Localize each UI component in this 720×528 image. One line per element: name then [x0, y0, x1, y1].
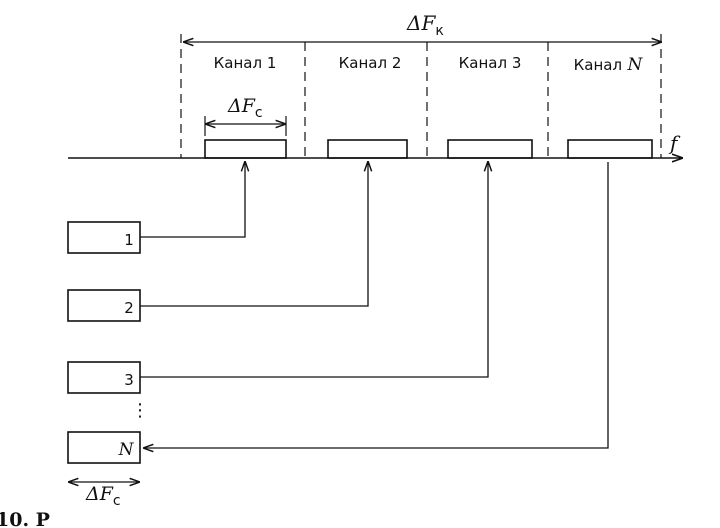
source-label-2: 2 — [124, 299, 134, 317]
band-boundaries — [180, 34, 662, 158]
spectrum-band-n — [567, 139, 653, 159]
spectrum-band-2 — [327, 139, 408, 159]
channel-label-1: Канал 1 — [214, 54, 277, 72]
signal-band-subscript: с — [255, 105, 263, 121]
connection-2 — [140, 162, 368, 307]
spectrum-bands — [204, 139, 653, 159]
channel-labels: Канал 1 Канал 2 Канал 3 Канал N — [214, 54, 644, 75]
channel-label-n: Канал N — [574, 55, 644, 75]
connection-1 — [140, 162, 245, 238]
source-ellipsis: ⋮ — [131, 400, 149, 421]
channel-label-n-text: Канал — [574, 56, 622, 74]
source-labels: 1 2 3 N — [118, 231, 135, 460]
signal-band-label: ΔFс — [227, 95, 263, 121]
source-band-symbol: ΔF — [85, 483, 114, 505]
total-band-marker: ΔFк — [184, 11, 661, 42]
signal-band-marker: ΔFс — [204, 95, 287, 136]
source-band-label: ΔFс — [85, 483, 121, 509]
total-band-subscript: к — [435, 23, 443, 39]
figure-caption: 10. Р — [0, 509, 50, 528]
source-band-marker: ΔFс — [69, 482, 139, 509]
spectrum-band-3 — [447, 139, 533, 159]
source-box-n — [67, 431, 141, 464]
connections — [140, 162, 609, 448]
frequency-axis: f — [68, 131, 682, 158]
connection-n — [144, 162, 609, 448]
source-label-1: 1 — [124, 231, 134, 249]
spectrum-band-1 — [204, 139, 287, 159]
signal-band-symbol: ΔF — [227, 95, 256, 117]
total-band-symbol: ΔF — [406, 11, 436, 35]
channel-label-3: Канал 3 — [459, 54, 522, 72]
source-label-3: 3 — [124, 371, 134, 389]
channel-label-n-index: N — [622, 55, 643, 75]
connection-3 — [140, 162, 488, 378]
total-band-label: ΔFк — [406, 11, 444, 39]
frequency-axis-label: f — [668, 131, 681, 155]
channel-label-2: Канал 2 — [339, 54, 402, 72]
source-boxes — [67, 221, 141, 464]
source-band-subscript: с — [113, 493, 121, 509]
source-label-n: N — [118, 440, 135, 460]
